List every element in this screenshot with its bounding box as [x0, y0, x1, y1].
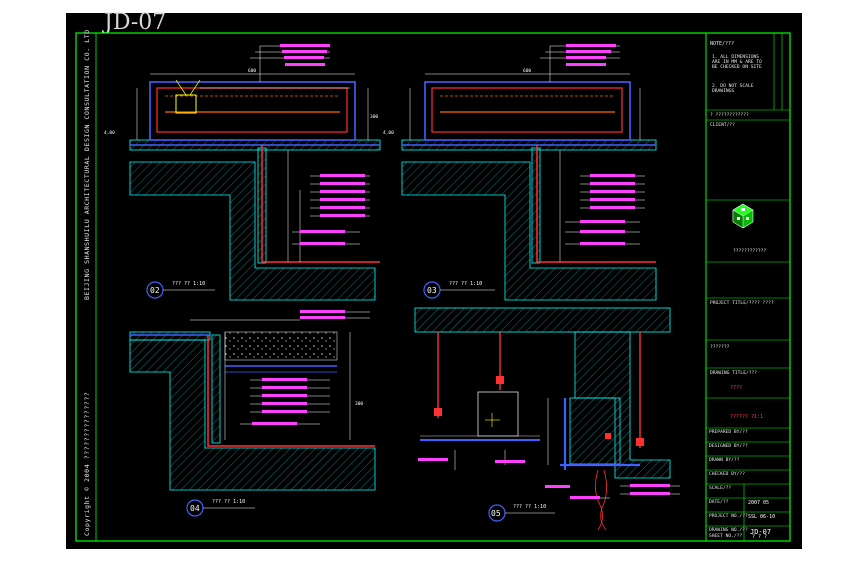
- field-sheet-no-label: SHEET NO./??: [709, 534, 743, 539]
- dim-02-left: 4,00: [104, 130, 115, 136]
- dim-04-side: 300: [355, 401, 363, 407]
- title-block-grid: [706, 33, 790, 541]
- section-02-number: 02: [150, 286, 160, 295]
- drawing-name: ????: [730, 385, 743, 391]
- field-date-label: DATE/??: [709, 500, 729, 505]
- field-sheet-no-value: ? ? ?: [752, 534, 768, 540]
- field-drawing-no-label: DRAWING NO./??: [709, 528, 748, 533]
- field-project-no-label: PROJECT NO./??: [709, 514, 748, 519]
- copyright-vertical: Copyright © 2004 ???????????????: [83, 391, 91, 536]
- logo-caption: ????????????: [733, 249, 767, 254]
- drawing-list: ? ????????????: [710, 113, 749, 118]
- section-04-number: 04: [190, 504, 200, 513]
- project-name: ???????: [710, 345, 730, 350]
- field-checked-label: CHECKED BY/??: [709, 472, 745, 477]
- notes-header: NOTE/???: [710, 41, 735, 47]
- note-2: 2. DO NOT SCALE DRAWINGS: [712, 84, 754, 94]
- section-05: [414, 307, 680, 531]
- field-scale-label: SCALE/??: [709, 486, 732, 491]
- dim-03-left: 4,00: [383, 130, 394, 136]
- section-05-number: 05: [491, 509, 501, 518]
- section-04: [129, 310, 376, 517]
- project-header: PROJECT TITLE/???? ????: [710, 301, 774, 306]
- section-03: [401, 44, 657, 301]
- field-prepared-label: PREPARED BY/??: [709, 430, 748, 435]
- dim-02-side: 300: [370, 114, 378, 120]
- field-drawn-label: DRAWN BY/??: [709, 458, 740, 463]
- drawing-number-title: JD-07: [104, 10, 167, 35]
- section-03-number: 03: [427, 286, 437, 295]
- firm-name-vertical: BEIJING SHANSHUILU ARCHITECTURAL DESIGN …: [83, 29, 91, 300]
- dim-02-top: 600: [248, 68, 256, 74]
- firm-logo: [732, 203, 754, 229]
- field-date-value: 2007 05: [748, 500, 770, 506]
- section-03-title: ??? ?? 1:10: [449, 281, 483, 287]
- field-project-no-value: SSL 06-10: [748, 514, 776, 520]
- note-1: 1. ALL DIMENSIONS ARE IN MM & ARE TO BE …: [712, 55, 762, 70]
- drawing-subtitle: ?????? ?1:1: [730, 414, 764, 420]
- client-header: CLIENT/??: [710, 123, 735, 128]
- outer-frame: [75, 32, 791, 542]
- field-designed-label: DESIGNED BY/??: [709, 444, 748, 449]
- section-05-title: ??? ?? 1:10: [513, 504, 547, 510]
- field-drawing-no-value: JD-07: [750, 528, 772, 536]
- section-02: [129, 44, 381, 301]
- dim-03-top: 600: [523, 68, 531, 74]
- section-04-title: ??? ?? 1:10: [212, 499, 246, 505]
- section-02-title: ??? ?? 1:10: [172, 281, 206, 287]
- drawing-title-header: DRAWING TITLE/???: [710, 371, 758, 376]
